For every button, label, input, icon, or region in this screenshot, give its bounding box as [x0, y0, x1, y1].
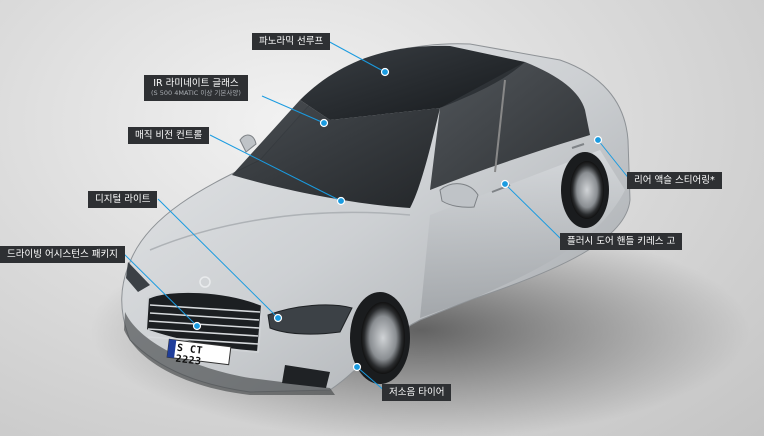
callout-panoramic-sunroof[interactable]: 파노라믹 선루프 — [252, 33, 331, 51]
right-headlight — [267, 304, 353, 335]
callout-label: 저소음 타이어 — [389, 387, 445, 398]
side-mirror — [439, 183, 479, 208]
callout-sublabel: (S 500 4MATIC 이상 기본사양) — [151, 89, 241, 98]
bumper-intake — [282, 365, 330, 388]
callout-digital-light[interactable]: 디지털 라이트 — [88, 191, 158, 209]
callout-label: 플러시 도어 핸들 키레스 고 — [567, 236, 676, 247]
callout-low-noise-tire[interactable]: 저소음 타이어 — [382, 384, 452, 402]
car-side-windows — [430, 62, 590, 190]
front-wheel — [350, 292, 410, 384]
callout-magic-vision-control[interactable]: 매직 비전 컨트롤 — [128, 127, 210, 145]
callout-ir-glass[interactable]: IR 라미네이트 글래스 (S 500 4MATIC 이상 기본사양) — [144, 75, 248, 102]
callout-label: 디지털 라이트 — [95, 194, 151, 205]
callout-label: 리어 액슬 스티어링* — [634, 175, 715, 186]
callout-label: 매직 비전 컨트롤 — [135, 130, 203, 141]
callout-label: IR 라미네이트 글래스 — [153, 78, 239, 89]
callout-rear-axle-steering[interactable]: 리어 액슬 스티어링* — [627, 172, 722, 190]
left-mirror — [239, 134, 257, 153]
callout-flush-door-handle[interactable]: 플러시 도어 핸들 키레스 고 — [560, 233, 683, 251]
b-pillar — [494, 79, 506, 173]
front-bumper — [124, 312, 335, 395]
callout-driving-assistance[interactable]: 드라이빙 어시스턴스 패키지 — [0, 246, 125, 264]
rear-wheel — [561, 152, 609, 228]
plate-eu-band — [167, 339, 177, 359]
callout-label: 드라이빙 어시스턴스 패키지 — [7, 249, 118, 260]
callout-label: 파노라믹 선루프 — [259, 36, 324, 47]
